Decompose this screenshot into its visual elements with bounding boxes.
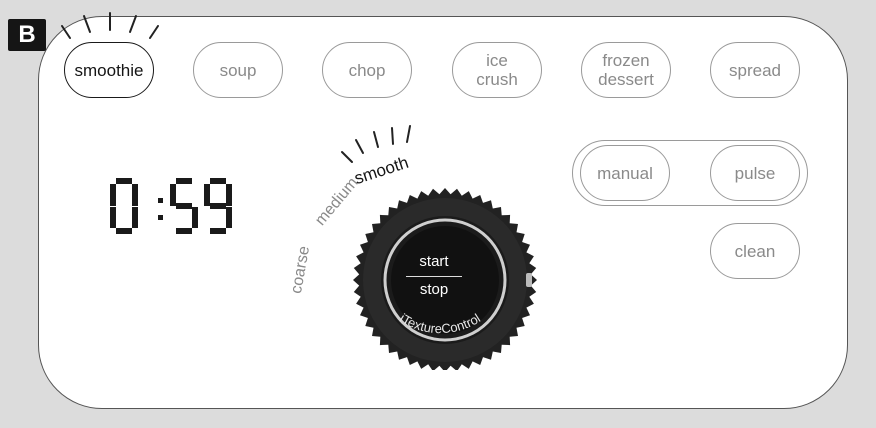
panel-label-badge: B xyxy=(8,19,46,51)
pulse-button-label: pulse xyxy=(734,163,776,183)
clean-button[interactable]: clean xyxy=(710,223,800,279)
start-stop-face xyxy=(391,226,499,334)
stop-label: stop xyxy=(419,281,449,299)
timer-display xyxy=(110,178,232,234)
chop-button-label: chop xyxy=(348,60,386,80)
timer-colon xyxy=(158,198,163,220)
spread-button-label: spread xyxy=(729,60,781,80)
frozen-dessert-label-line1: frozen xyxy=(602,51,650,70)
manual-button[interactable]: manual xyxy=(580,145,670,201)
start-stop-divider xyxy=(406,275,462,278)
start-stop-button[interactable]: start stop xyxy=(378,220,490,332)
pulse-button[interactable]: pulse xyxy=(710,145,800,201)
smoothie-button-label: smoothie xyxy=(74,60,144,80)
chop-button[interactable]: chop xyxy=(322,42,412,98)
smoothie-button[interactable]: smoothie xyxy=(64,42,154,98)
manual-pulse-group xyxy=(572,140,808,206)
timer-digit xyxy=(204,178,232,234)
timer-digit xyxy=(170,178,198,234)
timer-digit xyxy=(110,178,138,234)
manual-button-label: manual xyxy=(597,163,653,183)
ice-crush-button[interactable]: ice crush xyxy=(452,42,542,98)
spread-button[interactable]: spread xyxy=(710,42,800,98)
clean-button-label: clean xyxy=(734,241,776,261)
dial-highlight-ring xyxy=(383,218,507,342)
dial-notch xyxy=(526,273,532,287)
frozen-dessert-button[interactable]: frozen dessert xyxy=(581,42,671,98)
ice-crush-label-line2: crush xyxy=(476,70,518,89)
start-label: start xyxy=(419,252,449,270)
texture-dial[interactable]: iTextureControl xyxy=(330,120,550,370)
ice-crush-label-line1: ice xyxy=(486,51,508,70)
frozen-dessert-label-line2: dessert xyxy=(598,70,654,89)
soup-button[interactable]: soup xyxy=(193,42,283,98)
soup-button-label: soup xyxy=(219,60,257,80)
